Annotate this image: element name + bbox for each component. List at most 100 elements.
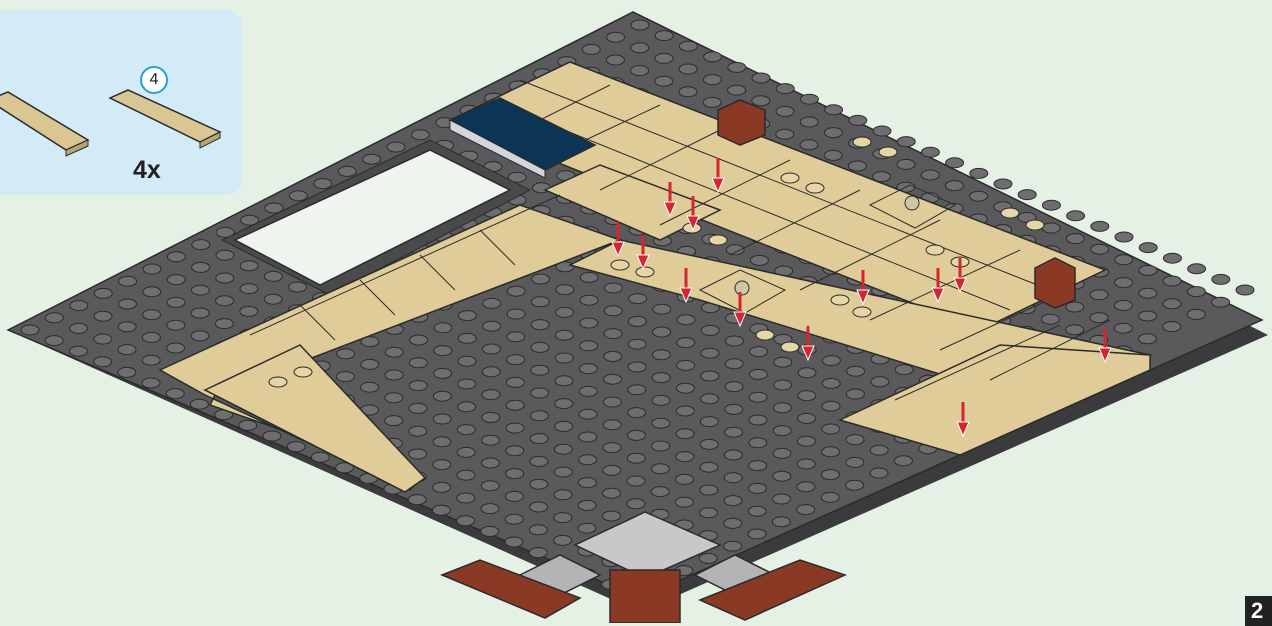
baseplate-stud [119,276,137,286]
baseplate-stud [458,379,476,389]
baseplate-stud [458,311,476,321]
baseplate-stud [94,357,112,367]
baseplate-stud [580,318,598,328]
baseplate-stud [555,353,573,363]
baseplate-stud [652,395,670,405]
baseplate-stud [363,154,381,164]
baseplate-stud [166,389,184,399]
baseplate-stud [192,262,210,272]
baseplate-stud [1115,232,1133,242]
baseplate-stud [457,493,475,503]
baseplate-stud [1139,265,1157,275]
baseplate-stud [748,529,766,539]
baseplate-stud [749,415,767,425]
parts-callout: 4 4x [0,10,242,195]
baseplate-stud [603,397,621,407]
baseplate-stud [822,401,840,411]
baseplate-stud [676,474,694,484]
baseplate-stud [433,437,451,447]
baseplate-stud [652,373,670,383]
baseplate-stud [433,460,451,470]
baseplate-stud [602,511,620,521]
baseplate-stud [749,369,767,379]
baseplate-stud [167,252,185,262]
baseplate-stud [1066,302,1084,312]
baseplate-stud [652,441,670,451]
baseplate-stud [191,331,209,341]
baseplate-stud [385,416,403,426]
baseplate-stud [752,96,770,106]
baseplate-stud [773,448,791,458]
baseplate-stud [94,334,112,344]
baseplate-stud [505,514,523,524]
baseplate-stud [578,523,596,533]
baseplate-stud [846,389,864,399]
baseplate-stud [677,315,695,325]
baseplate-stud [507,309,525,319]
baseplate-stud [69,346,87,356]
baseplate-stud [1066,325,1084,335]
baseplate-stud [724,496,742,506]
baseplate-stud [603,420,621,430]
baseplate-stud [385,347,403,357]
baseplate-stud [821,492,839,502]
baseplate-stud [873,126,891,136]
baseplate-stud [797,436,815,446]
baseplate-stud [529,525,547,535]
baseplate-stud [1163,253,1181,263]
baseplate-stud [700,439,718,449]
baseplate-stud [70,323,88,333]
baseplate-stud [410,335,428,345]
baseplate-stud [556,285,574,295]
baseplate-stud [725,427,743,437]
baseplate-stud [483,298,501,308]
tan-stud [853,307,871,317]
baseplate-stud [679,87,697,97]
baseplate-stud [458,333,476,343]
baseplate-stud [311,452,329,462]
baseplate-stud [1115,255,1133,265]
baseplate-stud [556,307,574,317]
baseplate-stud [607,32,625,42]
tan-stud [611,260,629,270]
baseplate-stud [798,391,816,401]
baseplate-stud [1090,313,1108,323]
baseplate-stud [408,495,426,505]
baseplate-stud [897,137,915,147]
baseplate-stud [434,323,452,333]
baseplate-stud [1042,200,1060,210]
baseplate-stud [215,319,233,329]
baseplate-stud [1187,309,1205,319]
baseplate-stud [192,240,210,250]
baseplate-stud [870,445,888,455]
baseplate-stud [1139,311,1157,321]
baseplate-stud [457,447,475,457]
baseplate-stud [216,273,234,283]
baseplate-stud [1114,300,1132,310]
baseplate-stud [776,84,794,94]
brown-corner-right [1035,258,1075,308]
baseplate-stud [167,320,185,330]
baseplate-stud [797,459,815,469]
baseplate-stud [749,438,767,448]
tan-stud [756,330,774,340]
baseplate-stud [1041,314,1059,324]
baseplate-stud [776,129,794,139]
baseplate-stud [1188,264,1206,274]
baseplate-stud [821,470,839,480]
baseplate-stud [1187,287,1205,297]
baseplate-stud [409,449,427,459]
baseplate-stud [167,275,185,285]
baseplate-stud [750,255,768,265]
baseplate-stud [679,41,697,51]
baseplate-stud [651,487,669,497]
baseplate-stud [822,447,840,457]
baseplate-stud [824,128,842,138]
baseplate-stud [555,421,573,431]
baseplate-stud [701,394,719,404]
baseplate-stud [701,325,719,335]
baseplate-stud [604,306,622,316]
baseplate-stud [579,432,597,442]
baseplate-stud [458,356,476,366]
baseplate-stud [409,381,427,391]
